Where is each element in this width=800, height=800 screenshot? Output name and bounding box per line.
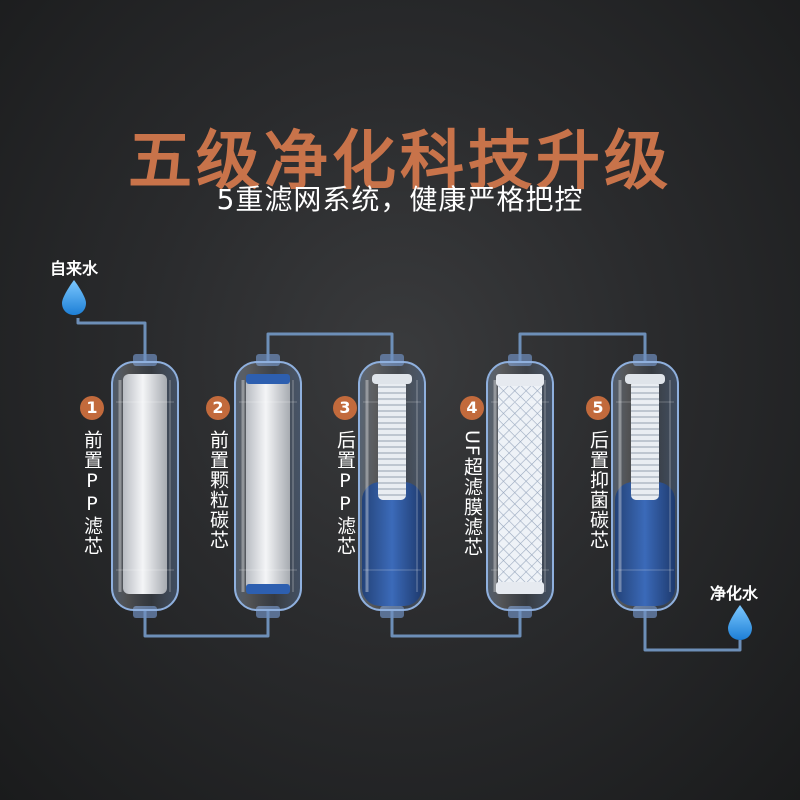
outlet-label: 净化水 — [710, 584, 759, 603]
page-subtitle: 5重滤网系统，健康严格把控 — [216, 183, 584, 216]
stage-5-badge: 5 — [586, 396, 610, 420]
filter-cartridge-2 — [234, 354, 302, 618]
stage-1-label: 前置PP滤芯 — [81, 430, 103, 556]
stage-2-badge: 2 — [206, 396, 230, 420]
stage-3-label: 后置PP滤芯 — [334, 430, 356, 556]
pleated-core — [378, 380, 406, 500]
outlet-water-drop-icon — [728, 605, 752, 640]
stage-5-label: 后置抑菌碳芯 — [587, 430, 609, 550]
stage-2-label: 前置颗粒碳芯 — [207, 430, 229, 550]
page-title: 五级净化科技升级 — [128, 125, 672, 199]
water-level — [362, 482, 422, 606]
inlet-water-drop-icon — [62, 280, 86, 315]
filter-cartridge-5 — [611, 354, 679, 618]
membrane-core — [498, 374, 542, 594]
pp-cotton-core — [123, 374, 167, 594]
inlet-label: 自来水 — [50, 259, 99, 278]
stage-1-badge: 1 — [80, 396, 104, 420]
stage-3-badge: 3 — [333, 396, 357, 420]
water-pipe — [76, 318, 742, 652]
carbon-core — [246, 374, 290, 594]
stage-4-badge: 4 — [460, 396, 484, 420]
stage-4-label: UF超滤膜滤芯 — [461, 430, 483, 557]
filter-cartridge-1 — [111, 354, 179, 618]
pleated-core — [631, 380, 659, 500]
filter-cartridge-3 — [358, 354, 426, 618]
filter-cartridge-4 — [486, 354, 554, 618]
water-level — [615, 482, 675, 606]
